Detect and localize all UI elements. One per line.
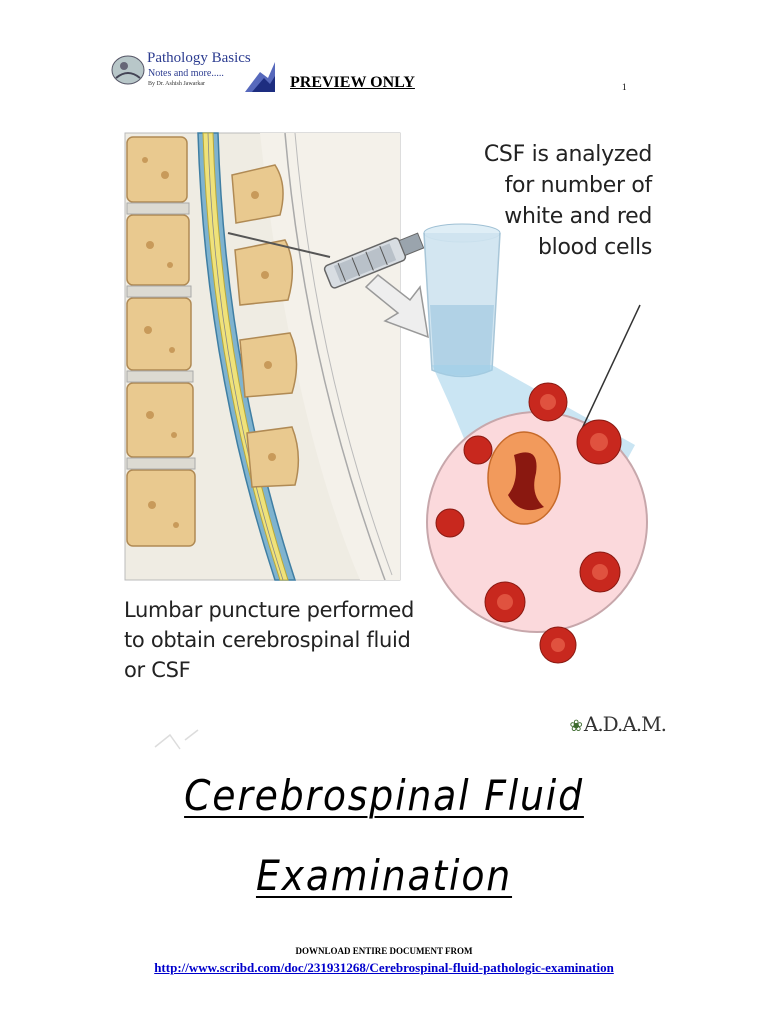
leaf-icon: ❀ [569,716,582,735]
document-title-line-1: Cerebrospinal Fluid [38,771,729,820]
pathology-basics-logo: Pathology Basics Notes and more..... By … [110,48,275,94]
logo-emblem-icon [111,55,275,92]
adam-credit: ❀A.D.A.M. [569,712,667,736]
csf-caption-line: for number of [504,173,653,198]
csf-caption-line: CSF is analyzed [483,142,652,167]
page-header: Pathology Basics Notes and more..... By … [110,48,650,96]
lumbar-puncture-illustration: CSF is analyzed for number of white and … [110,115,670,755]
title-text: Cerebrospinal Fluid [184,771,584,820]
lp-caption-line: to obtain cerebrospinal fluid [124,628,411,652]
csf-analysis-caption: CSF is analyzed for number of white and … [484,139,652,263]
logo-author: By Dr. Ashish Jawarkar [148,81,205,87]
csf-caption-line: blood cells [538,235,652,260]
download-label: DOWNLOAD ENTIRE DOCUMENT FROM [295,946,473,956]
preview-only-label: PREVIEW ONLY [290,74,415,91]
page-number: 1 [622,82,627,92]
logo-subtitle: Notes and more..... [148,68,224,79]
logo-title: Pathology Basics [147,50,251,66]
title-text: Examination [255,851,513,900]
lumbar-puncture-caption: Lumbar puncture performed to obtain cere… [124,595,414,685]
document-title-line-2: Examination [38,851,729,900]
lp-caption-line: or CSF [124,658,191,682]
adam-credit-text: A.D.A.M. [583,712,667,736]
scribd-download-link[interactable]: http://www.scribd.com/doc/231931268/Cere… [154,960,614,975]
spine-and-cells-drawing [124,132,648,750]
csf-caption-line: white and red [504,204,652,229]
lp-caption-line: Lumbar puncture performed [124,598,415,622]
